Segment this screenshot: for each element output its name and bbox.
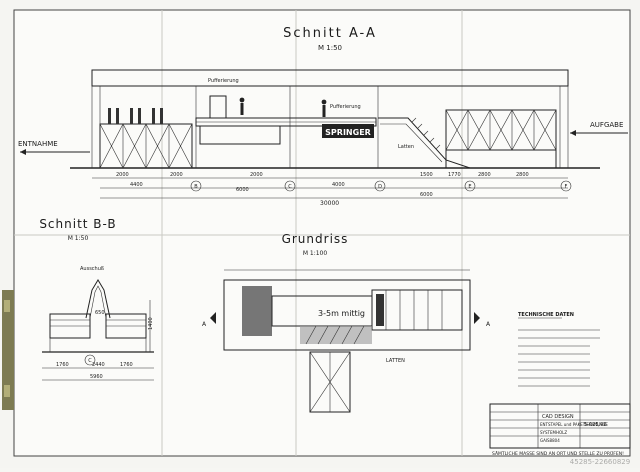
footer-note: SÄMTLICHE MASSE SIND AN ORT UND STELLE Z… <box>492 450 624 457</box>
plan-title: Grundriss <box>282 232 349 246</box>
drawing-border <box>13 9 631 457</box>
marker-a-right: A <box>486 321 491 328</box>
svg-text:1760: 1760 <box>56 362 69 368</box>
svg-text:2440: 2440 <box>92 362 105 368</box>
section-a-title: Schnitt A-A <box>283 26 377 41</box>
svg-text:F: F <box>565 184 568 190</box>
svg-text:5960: 5960 <box>90 374 103 380</box>
svg-text:2800: 2800 <box>516 172 529 178</box>
section-b-scale: M 1:50 <box>68 235 89 242</box>
conveyor-line: SPRINGER Pufferierung Pufferierung <box>195 78 377 145</box>
title-line2: SYSTEMHOLZ <box>540 430 567 435</box>
entnahme-label: ENTNAHME <box>18 140 58 148</box>
plan-latten-label: LATTEN <box>386 358 405 364</box>
aufgabe-label: AUFGABE <box>590 121 623 129</box>
latten-label: Latten <box>398 144 414 150</box>
svg-text:E: E <box>468 184 471 190</box>
section-b-title: Schnitt B-B <box>39 217 116 231</box>
incline-conveyor: Latten <box>378 117 471 169</box>
title-line1: ENTSTAPEL und PAKETIERANLAGE <box>540 422 608 427</box>
company-name: CAD DESIGN <box>542 414 574 420</box>
brand-logo: SPRINGER <box>325 128 371 137</box>
ausschub-label: Ausschuß <box>80 266 104 272</box>
svg-text:1500: 1500 <box>420 172 433 178</box>
floor-plan: Grundriss M 1:100 3-5m mittig LATTEN A <box>202 232 491 413</box>
svg-text:C: C <box>288 184 292 190</box>
svg-text:C: C <box>88 358 92 364</box>
svg-text:B: B <box>194 184 198 190</box>
svg-text:1770: 1770 <box>448 172 461 178</box>
technical-data: TECHNISCHE DATEN <box>518 312 600 387</box>
svg-text:1760: 1760 <box>120 362 133 368</box>
svg-text:4400: 4400 <box>130 182 143 188</box>
svg-text:6000: 6000 <box>420 192 433 198</box>
dimension-chain-a: 2000 4400 2000 2000 6000 4000 6000 1500 … <box>92 172 568 207</box>
watermark: 45285-22660829 <box>570 458 630 466</box>
svg-text:1400: 1400 <box>148 317 154 330</box>
mittig-label: 3-5m mittig <box>318 309 365 318</box>
binder-strip <box>2 290 14 410</box>
svg-text:2800: 2800 <box>478 172 491 178</box>
section-a-a: Schnitt A-A M 1:50 <box>18 26 628 207</box>
title-line3: GAIS8804 <box>540 438 560 443</box>
marker-a-left: A <box>202 321 207 328</box>
svg-text:2000: 2000 <box>116 172 129 178</box>
section-a-scale: M 1:50 <box>318 44 342 52</box>
left-stacks <box>99 108 193 169</box>
tech-data-title: TECHNISCHE DATEN <box>518 312 574 318</box>
axis-markers: B C D E F <box>190 180 572 192</box>
pufferierung-label: Pufferierung <box>208 78 239 84</box>
svg-text:6000: 6000 <box>236 187 249 193</box>
svg-text:650: 650 <box>95 310 105 316</box>
title-block: CAD DESIGN ENTSTAPEL und PAKETIERANLAGE … <box>489 403 631 449</box>
svg-text:4000: 4000 <box>332 182 345 188</box>
section-b-b: Schnitt B-B M 1:50 Ausschuß 650 C 1760 2… <box>39 217 154 381</box>
document-number: 5-025/96 <box>584 422 607 428</box>
plan-scale: M 1:100 <box>303 250 328 257</box>
svg-text:D: D <box>378 184 382 190</box>
svg-text:2000: 2000 <box>170 172 183 178</box>
overall-length: 30000 <box>320 200 339 207</box>
svg-text:Pufferierung: Pufferierung <box>330 104 361 110</box>
svg-text:2000: 2000 <box>250 172 263 178</box>
right-stacks <box>445 109 557 169</box>
